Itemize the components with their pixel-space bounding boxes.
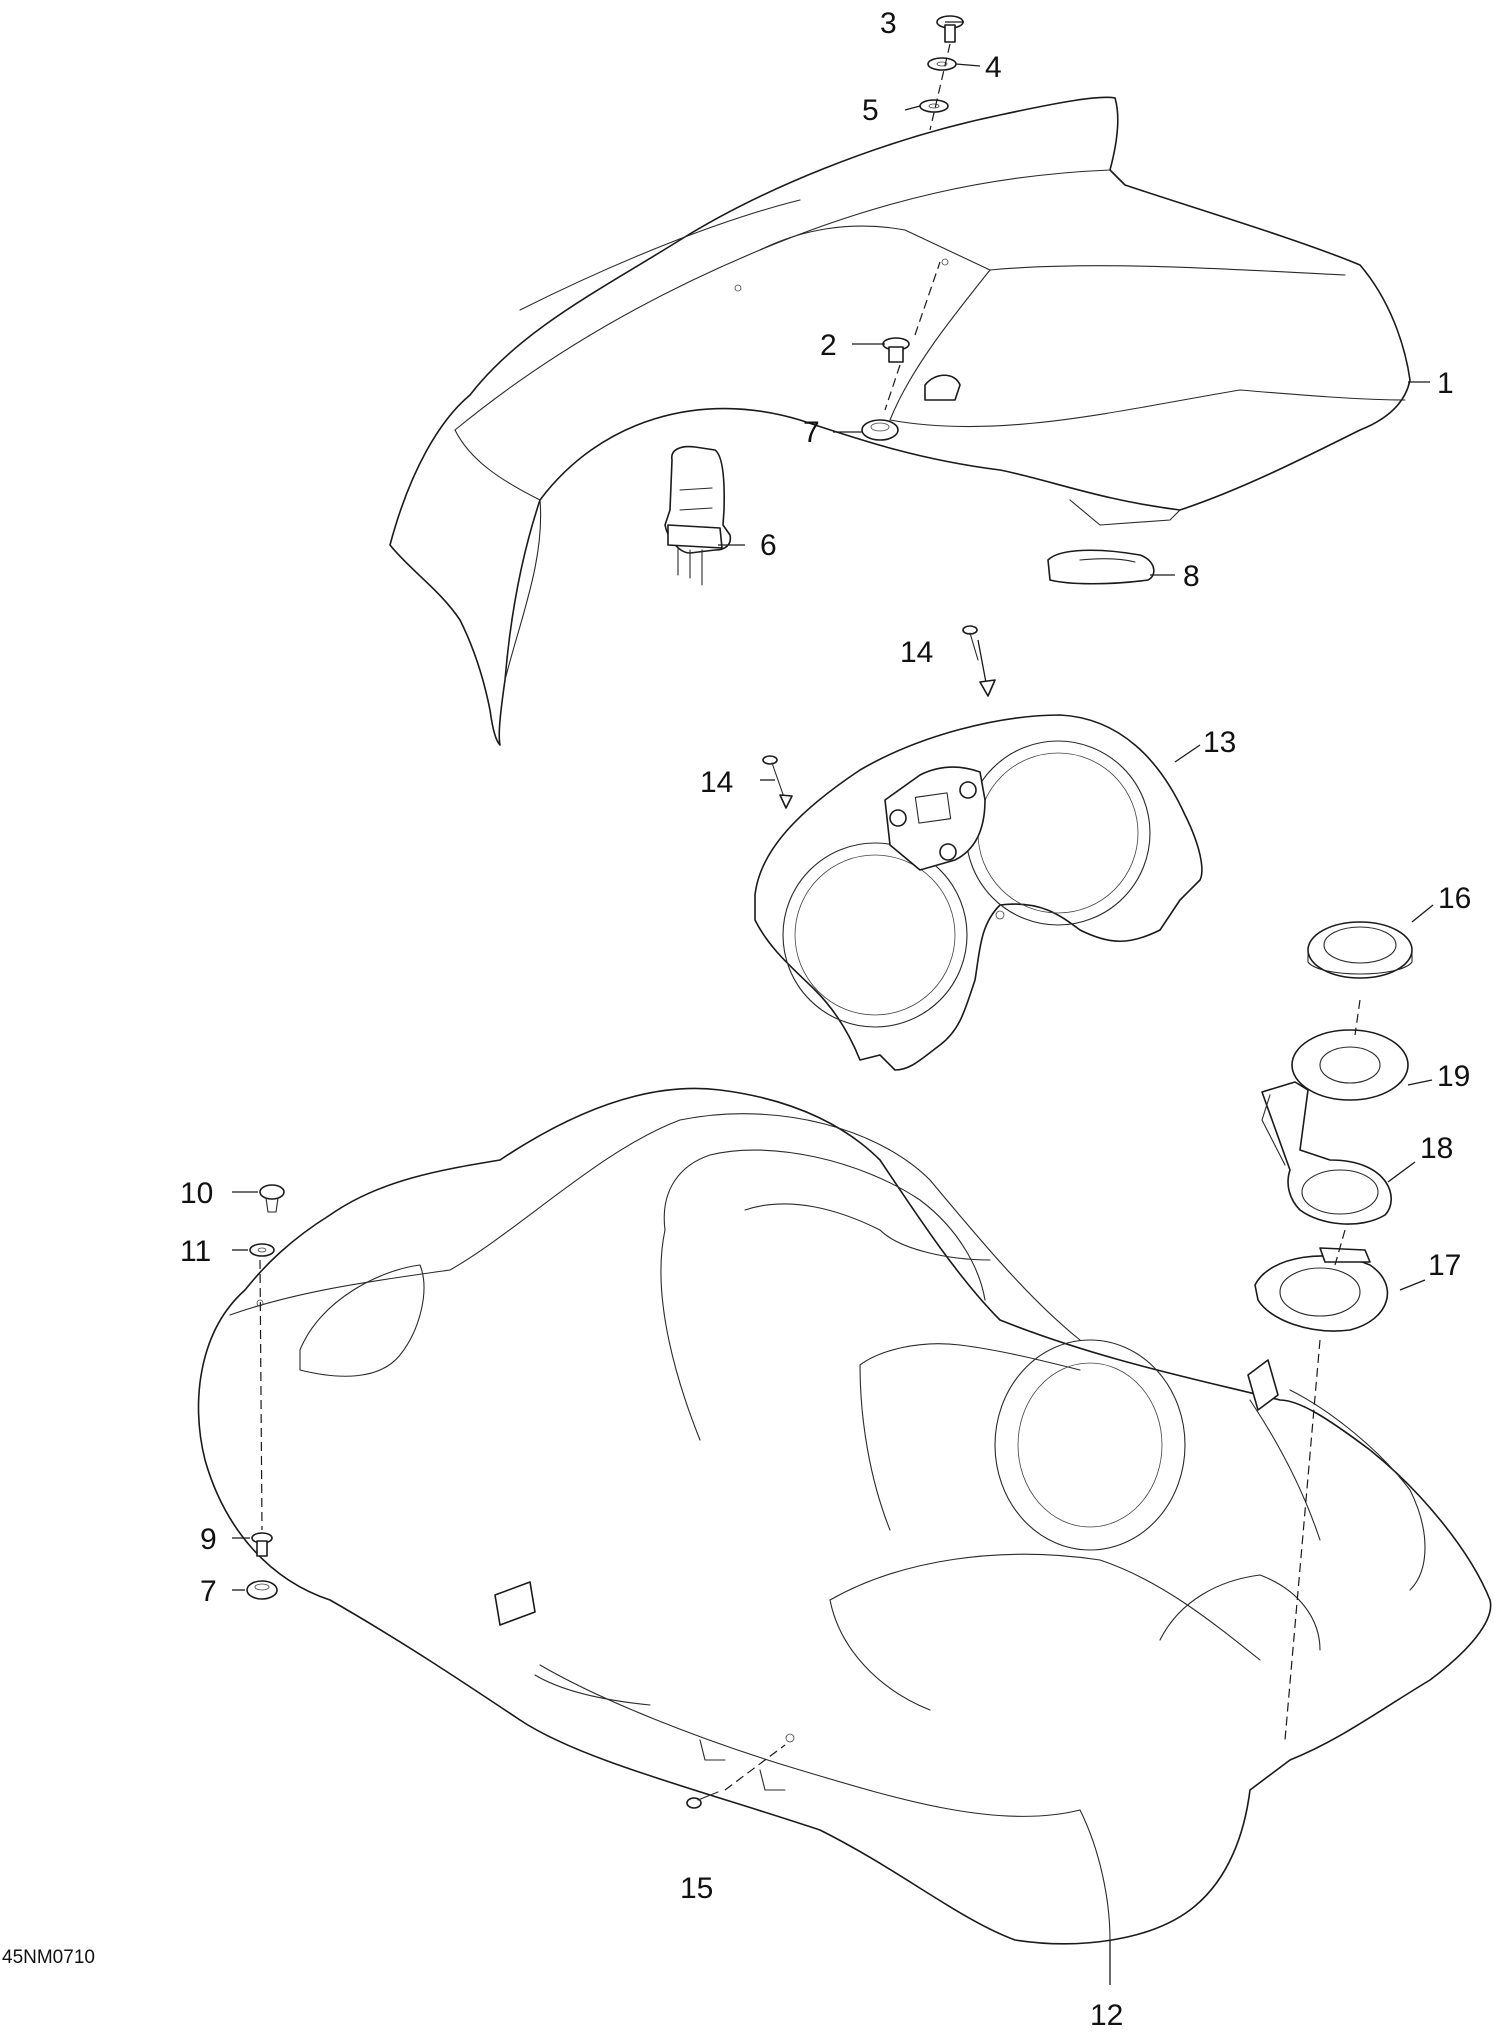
screw-15 xyxy=(686,1744,786,1809)
callout-10: 10 xyxy=(180,1177,213,1210)
grommet-7-lower xyxy=(246,1580,278,1600)
screw-14-left xyxy=(762,755,793,809)
rivet-2 xyxy=(882,337,910,363)
callout-16: 16 xyxy=(1438,882,1471,915)
callout-7-lower: 7 xyxy=(200,1575,217,1608)
callout-13: 13 xyxy=(1203,726,1236,759)
callout-12: 12 xyxy=(1090,1999,1123,2032)
callout-17: 17 xyxy=(1428,1249,1461,1282)
ring-19 xyxy=(1291,1029,1409,1101)
clip-8 xyxy=(1047,549,1155,585)
washer-5 xyxy=(919,99,949,113)
callout-2: 2 xyxy=(820,329,837,362)
grommet-7-upper xyxy=(861,419,899,441)
callout-5: 5 xyxy=(862,94,879,127)
figure-code: 45NM0710 xyxy=(2,1947,95,1968)
callout-6: 6 xyxy=(760,529,777,562)
callout-1: 1 xyxy=(1437,367,1454,400)
callout-11: 11 xyxy=(180,1235,211,1268)
callout-15: 15 xyxy=(680,1872,713,1905)
screw-14-top xyxy=(962,625,996,697)
nut-16 xyxy=(1307,921,1413,979)
switch-6 xyxy=(664,445,732,586)
callout-9: 9 xyxy=(200,1523,217,1556)
gauge-support-panel xyxy=(754,714,1203,1071)
callout-7-upper: 7 xyxy=(803,416,820,449)
callout-3: 3 xyxy=(880,7,897,40)
callout-14-top: 14 xyxy=(900,636,933,669)
callout-4: 4 xyxy=(985,51,1002,84)
lower-console xyxy=(197,1087,1492,1945)
bracket-18 xyxy=(1261,1081,1392,1225)
callout-8: 8 xyxy=(1183,560,1200,593)
rivet-3 xyxy=(936,15,964,43)
upper-console-cover xyxy=(389,96,1411,746)
retainer-17 xyxy=(1254,1247,1389,1332)
washer-4 xyxy=(927,57,957,71)
screw-10 xyxy=(259,1184,285,1213)
washer-11 xyxy=(249,1243,275,1257)
callout-18: 18 xyxy=(1420,1132,1453,1165)
rivet-9 xyxy=(251,1532,273,1557)
callout-14-left: 14 xyxy=(700,766,733,799)
callout-19: 19 xyxy=(1437,1060,1470,1093)
